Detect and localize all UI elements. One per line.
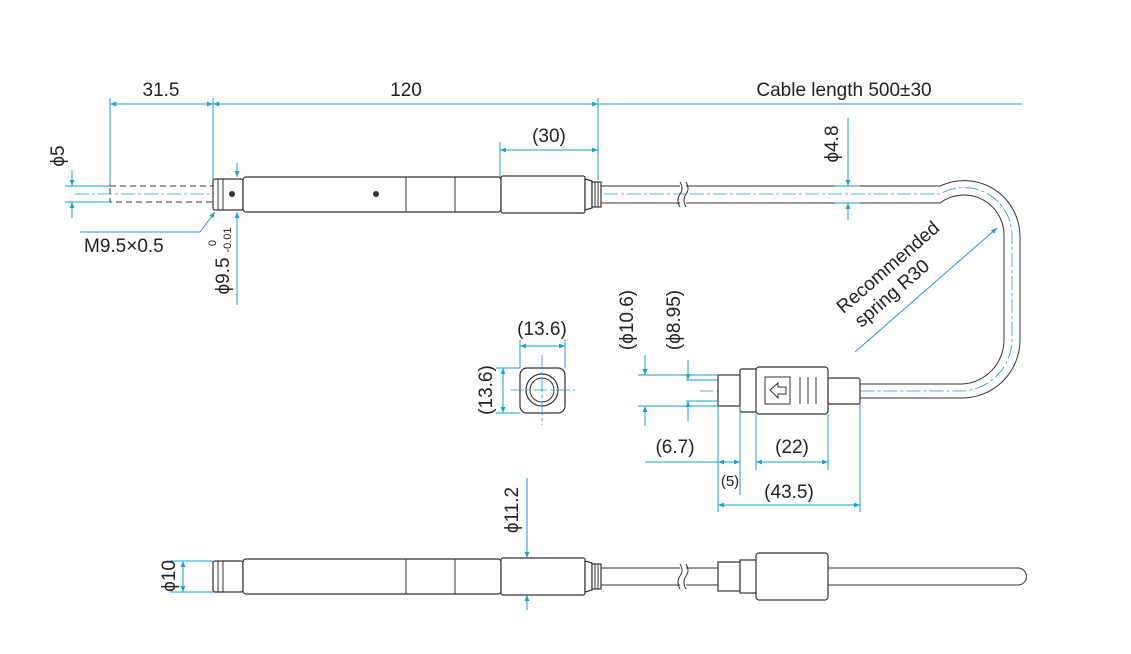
label-30: (30): [532, 126, 566, 147]
connector-ring: [739, 559, 759, 594]
thread-leader: [80, 211, 216, 233]
label-phi4-8: ϕ4.8: [822, 125, 843, 162]
probe-hole: [373, 191, 379, 197]
connector-ring: [739, 368, 759, 413]
connector-label-box: [764, 376, 791, 405]
label-phi5: ϕ5: [48, 145, 69, 166]
label-phi11-2: ϕ11.2: [502, 487, 523, 533]
label-31-5: 31.5: [143, 80, 180, 101]
connector-body: [755, 552, 829, 601]
top-view: [65, 98, 1022, 512]
label-cable-length: Cable length 500±30: [756, 80, 931, 101]
label-sq-w: (13.6): [517, 319, 567, 340]
label-5: (5): [721, 473, 739, 490]
strain-relief: [591, 181, 602, 208]
label-phi10-6: (ϕ10.6): [617, 290, 638, 350]
label-tol-upper: 0: [207, 240, 219, 246]
cable: [601, 567, 718, 586]
label-phi10: ϕ10: [159, 560, 180, 592]
connector-tail: [827, 377, 861, 405]
bottom-view: [170, 478, 1027, 610]
connector-body: [755, 366, 829, 415]
label-43-5: (43.5): [764, 482, 814, 503]
label-phi8-95: (ϕ8.95): [664, 290, 685, 350]
label-22: (22): [775, 437, 809, 458]
cable-outer: [601, 180, 1021, 399]
label-thread: M9.5×0.5: [84, 236, 164, 257]
connector: [717, 366, 861, 415]
probe-body: [242, 176, 502, 213]
label-120: 120: [390, 80, 422, 101]
cable-center: [690, 187, 1013, 392]
label-tol-lower: -0.01: [222, 227, 234, 252]
probe-grip: [500, 557, 586, 596]
connector-tail: [828, 567, 1027, 586]
label-phi9-5: ϕ9.5: [213, 257, 234, 294]
arrow-icon: [769, 381, 787, 400]
probe-grip: [500, 175, 586, 214]
connector-pin: [717, 561, 741, 592]
probe-body: [242, 558, 502, 595]
label-6-7: (6.7): [655, 437, 694, 458]
probe-hole: [229, 191, 235, 197]
connector-pin: [717, 374, 741, 407]
strain-relief: [591, 563, 602, 590]
label-sq-h: (13.6): [476, 365, 497, 415]
cable-inner: [601, 194, 1005, 385]
spring-leader: [854, 227, 998, 353]
